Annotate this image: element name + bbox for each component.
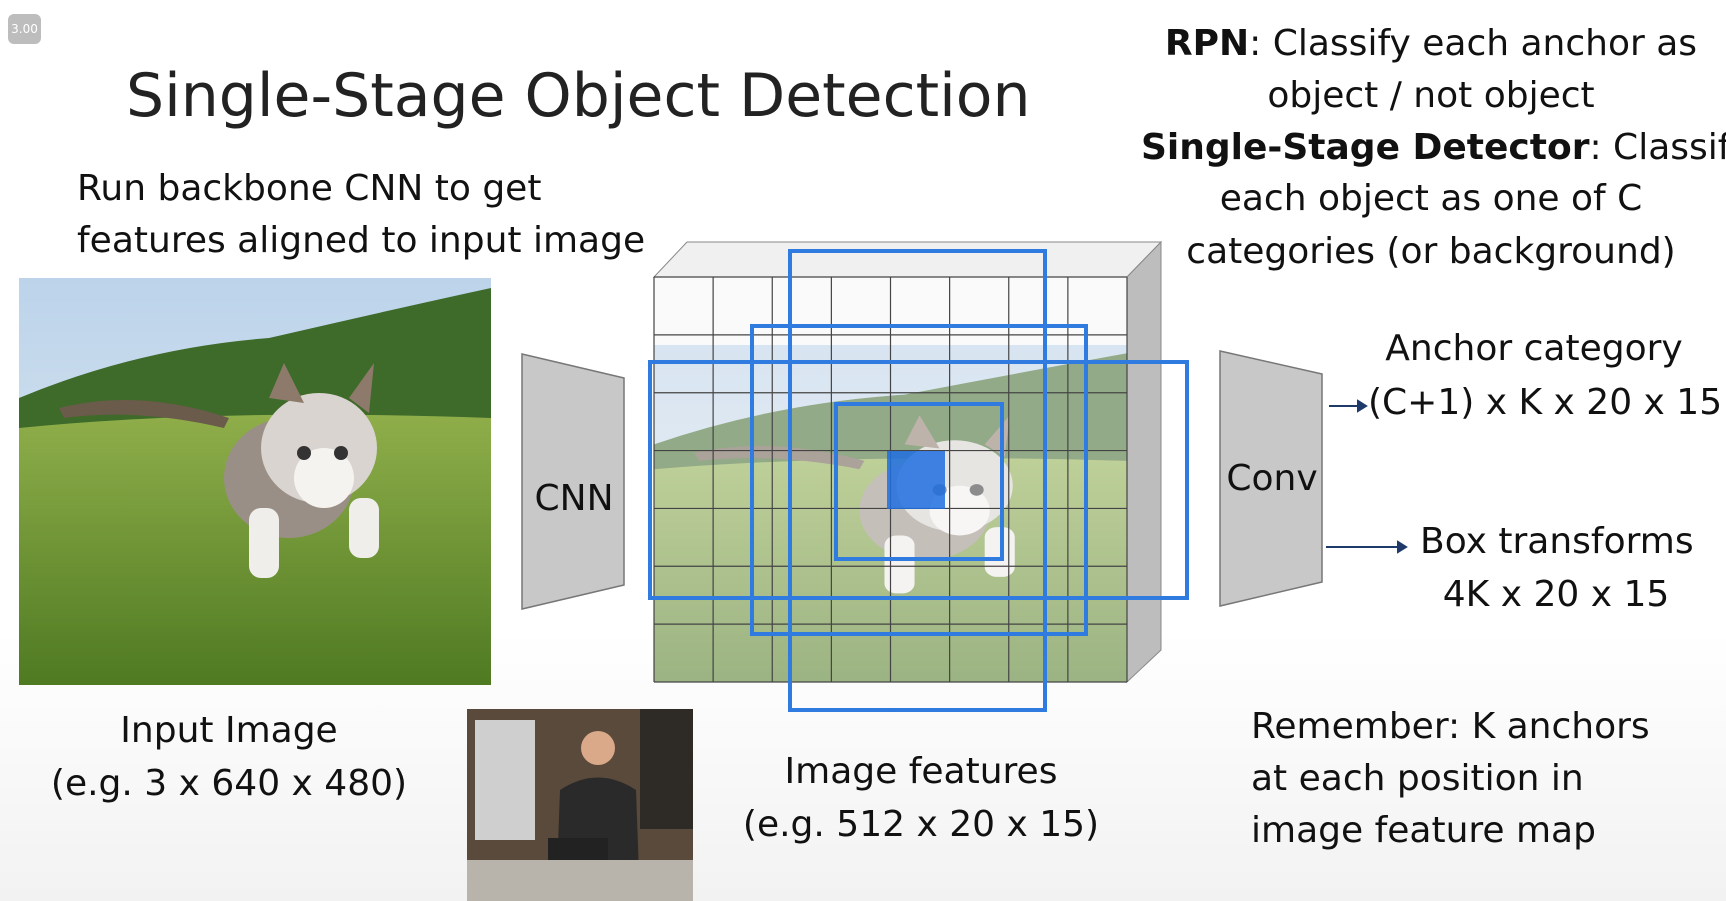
slide-title: Single-Stage Object Detection [126, 61, 1031, 131]
remember-text-line: image feature map [1251, 810, 1596, 851]
anchor-category-shape: (C+1) x K x 20 x 15 [1368, 382, 1723, 423]
input-image-shape: (e.g. 3 x 640 x 480) [50, 763, 408, 804]
remember-text-line: Remember: K anchors [1251, 706, 1650, 747]
input-image-label: Input Image [120, 710, 338, 751]
ssd-text-line: categories (or background) [1186, 231, 1676, 272]
instructor-webcam [467, 709, 693, 901]
anchor-box [788, 249, 1047, 712]
conv-block [1219, 350, 1323, 607]
input-image-kitten [19, 278, 491, 685]
anchor-box [750, 324, 1088, 636]
remember-text-line: at each position in [1251, 758, 1584, 799]
rpn-text-line: object / not object [1267, 75, 1595, 116]
backbone-text-line: Run backbone CNN to get [77, 168, 542, 209]
arrow-box-transforms [1397, 540, 1408, 554]
box-transforms-shape: 4K x 20 x 15 [1442, 574, 1670, 615]
conv-label: Conv [1226, 458, 1318, 499]
ssd-desc: : Classify [1589, 127, 1726, 168]
cnn-label: CNN [534, 478, 614, 519]
box-transforms-label: Box transforms [1420, 521, 1694, 562]
ssd-text-line: each object as one of C [1219, 178, 1643, 219]
rpn-desc: : Classify each anchor as [1249, 23, 1698, 64]
ssd-text-line: Single-Stage Detector: Classify [1141, 122, 1726, 174]
cnn-block [521, 353, 625, 610]
image-features-shape: (e.g. 512 x 20 x 15) [742, 804, 1100, 845]
anchor-box [648, 360, 1189, 600]
playback-speed-badge[interactable]: 3.00 [8, 14, 41, 44]
backbone-text-line: features aligned to input image [77, 220, 646, 261]
arrow-anchor-category [1357, 399, 1368, 413]
image-features-label: Image features [784, 751, 1058, 792]
anchor-box [834, 402, 1004, 561]
ssd-label: Single-Stage Detector [1141, 127, 1590, 168]
anchor-cell-highlight [887, 451, 945, 509]
anchor-category-label: Anchor category [1385, 328, 1683, 369]
feature-map-cube [648, 240, 1189, 712]
rpn-text-line: RPN: Classify each anchor as [1141, 18, 1721, 70]
rpn-label: RPN [1164, 23, 1250, 64]
